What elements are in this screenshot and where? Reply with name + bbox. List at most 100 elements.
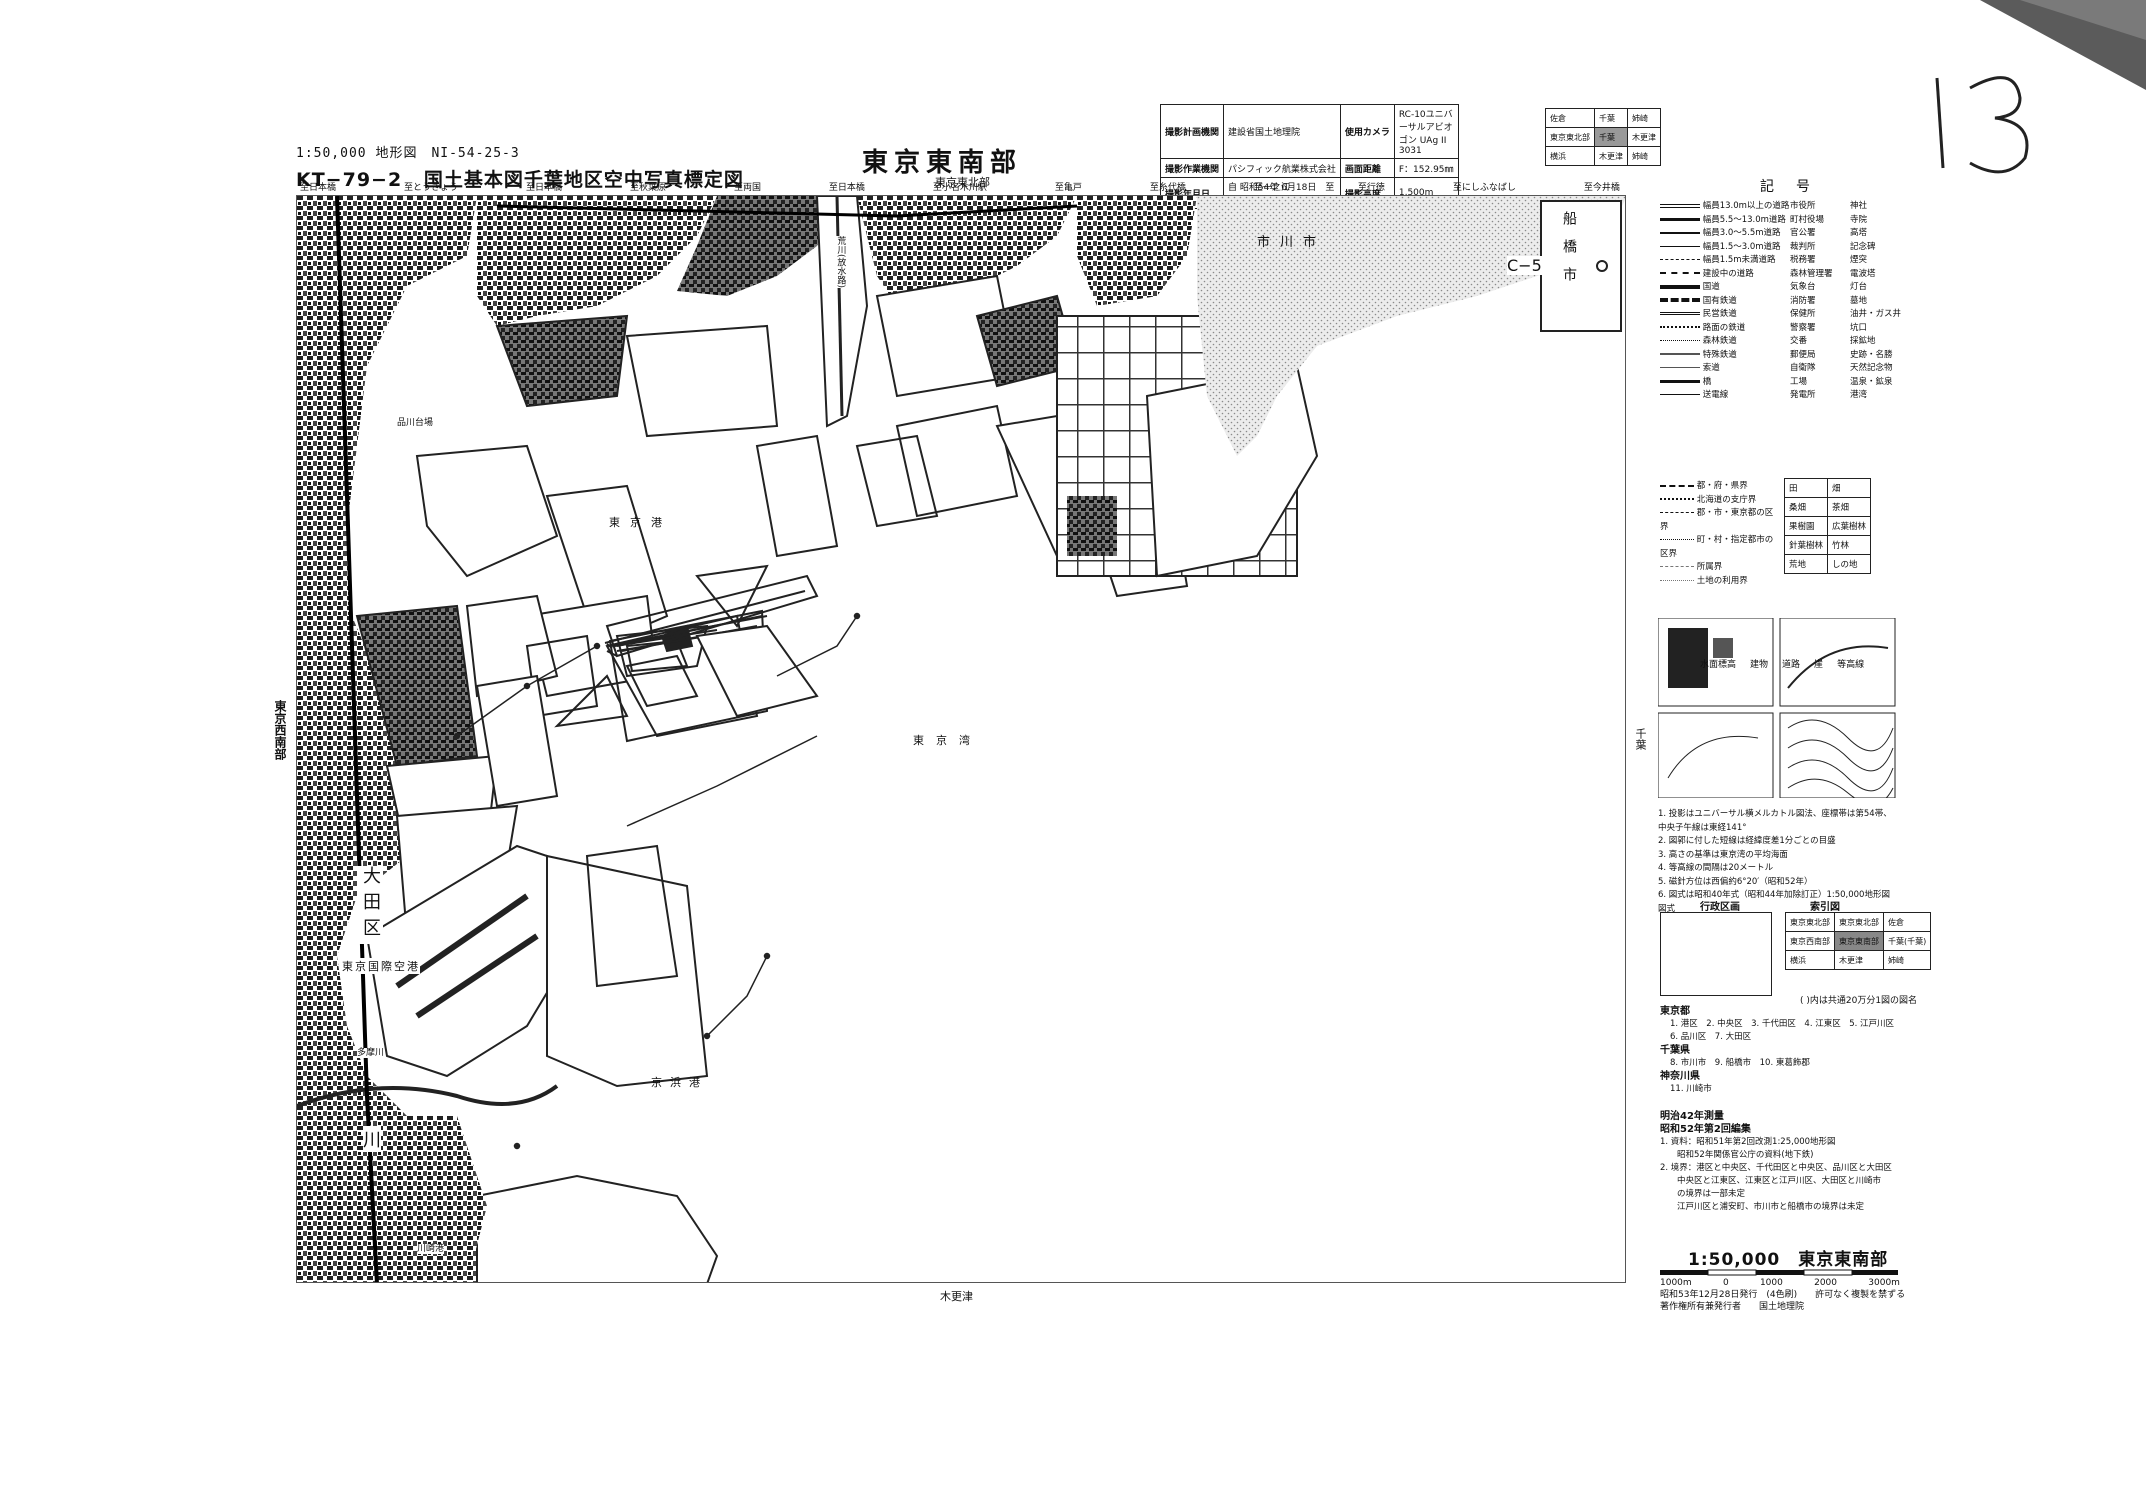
meta-value: 建設省国土地理院	[1223, 104, 1341, 159]
legend-item: 交番	[1790, 336, 1808, 346]
label-arakawa: 荒川(放水路)	[835, 236, 846, 289]
legend-item: 郵便局	[1790, 349, 1816, 360]
survey-detail: 中央区と江東区、江東区と江戸川区、大田区と川崎市	[1660, 1176, 1882, 1186]
meta-key: 使用カメラ	[1339, 104, 1395, 159]
veg-cell: 果樹園	[1783, 516, 1829, 536]
edge-label: 至小名木川駅	[932, 183, 987, 193]
veg-cell: 針葉樹林	[1783, 535, 1829, 555]
legend-item: 幅員13.0m以上の道路	[1660, 200, 1790, 214]
index-title: 索引図	[1810, 902, 1840, 913]
funabashi-inset	[1540, 200, 1622, 332]
adjacent-sheet-index: 佐倉 千葉 姉崎 東京東北部 千葉 木更津 横浜 木更津 姉崎	[1545, 108, 1661, 166]
edge-label: 至糸代橋	[1149, 183, 1186, 193]
meta-row: 撮影計画機関 建設省国土地理院 使用カメラ RC-10ユニバーサルアビオゴン U…	[1159, 104, 1459, 159]
legend-item: 民営鉄道	[1660, 308, 1790, 322]
example-label: 崖	[1814, 660, 1824, 670]
veg-cell: 荒地	[1783, 554, 1829, 574]
legend-item: 送電線	[1660, 389, 1790, 403]
legend-landmarks: 神社 寺院 高塔 記念碑 煙突 電波塔 灯台 墓地 油井・ガス井 坑口 採鉱地 …	[1850, 200, 1910, 403]
legend-item: 発電所	[1790, 390, 1816, 400]
index-cell: 東京東南部	[1834, 931, 1884, 951]
north-shore-urban	[1077, 196, 1197, 306]
note-line: 3. 高さの基準は東京湾の平均海面	[1658, 849, 1788, 860]
group-items: 8. 市川市 9. 船橋市 10. 東葛飾郡	[1670, 1058, 1810, 1068]
example-label: 等高線	[1837, 660, 1865, 670]
label-ichikawa: 市川市	[1257, 235, 1327, 250]
legend-item: 幅員3.0〜5.5m道路	[1660, 227, 1790, 241]
survey-history: 明治42年測量 昭和52年第2回編集 1. 資料：昭和51年第2回改測1:25,…	[1660, 1110, 1900, 1214]
admin-map-box	[1660, 912, 1772, 996]
footer-scale-title: 1:50,000 東京東南部	[1688, 1250, 1889, 1270]
legend-item: 都・府・県界	[1660, 480, 1780, 494]
survey-detail: 昭和52年関係官公庁の資料(地下鉄)	[1660, 1150, 1814, 1160]
index-cell: 木更津	[1594, 146, 1628, 166]
survey-detail: 2. 境界：港区と中央区、千代田区と中央区、品川区と大田区	[1660, 1163, 1892, 1173]
map-notes: 1. 投影はユニバーサル横メルカトル図法、座標帯は第54帯、中央子午線は東経14…	[1658, 808, 1898, 916]
edge-label: 至にしふなばし	[1452, 183, 1516, 193]
kt-title: 国土基本図千葉地区空中写真標定図	[423, 169, 744, 191]
photo-metadata-table: 撮影計画機関 建設省国土地理院 使用カメラ RC-10ユニバーサルアビオゴン U…	[1159, 104, 1459, 209]
edge-label: 至今井橋	[1583, 183, 1620, 193]
scan-corner-shadow	[1980, 0, 2146, 90]
legend-item: 警察署	[1790, 322, 1816, 333]
legend-item: 税務署	[1790, 255, 1816, 265]
right-edge-label: 千葉	[1634, 728, 1647, 750]
legend-item: 町村役場	[1790, 214, 1825, 225]
index-cell: 横浜	[1545, 146, 1595, 166]
legend-item: 特殊鉄道	[1660, 349, 1790, 363]
legend-item: 高塔	[1850, 228, 1868, 238]
index-cell: 横浜	[1785, 950, 1835, 970]
label-ota-ku: 大田区	[357, 866, 383, 944]
north-urban-area-2	[677, 196, 837, 296]
group-name: 東京都	[1660, 1006, 1690, 1017]
north-neighbor-label: 東京東北部	[935, 176, 990, 189]
edge-label: 至とうきょう	[403, 183, 458, 193]
koto-urban-area	[857, 196, 1077, 306]
index-note: ( )内は共通20万分1図の図名	[1800, 996, 1918, 1006]
index-grid: 東京東北部 東京東北部 佐倉 東京西南部 東京東南部 千葉(千葉) 横浜 木更津…	[1785, 912, 1932, 970]
scale-label: 2000	[1814, 1278, 1838, 1288]
admin-groups: 東京都 1. 港区 2. 中央区 3. 千代田区 4. 江東区 5. 江戸川区 …	[1660, 1005, 1903, 1096]
legend-item: 墓地	[1850, 295, 1868, 306]
legend-item: 郡・市・東京都の区界	[1660, 508, 1774, 532]
legend-item: 幅員5.5〜13.0m道路	[1660, 214, 1790, 228]
legend-vegetation: 田畑 桑畑茶畑 果樹園広葉樹林 針葉樹林竹林 荒地しの地	[1783, 478, 1872, 574]
edge-label: 至行徳	[1357, 183, 1385, 193]
legend-boundaries: 都・府・県界 北海道の支庁界 郡・市・東京都の区界 町・村・指定都市の区界 所属…	[1660, 480, 1780, 588]
index-cell: 千葉	[1594, 127, 1628, 147]
index-cell: 木更津	[1627, 127, 1661, 147]
index-cell: 木更津	[1834, 950, 1884, 970]
header-left: 1:50,000 地形図 NI-54-25-3 KT−79−2 国土基本図千葉地…	[296, 142, 744, 192]
funabashi-marker	[1596, 260, 1608, 272]
meta-value: F：152.95㎜	[1393, 158, 1459, 178]
veg-cell: 広葉樹林	[1827, 516, 1872, 536]
legend-item: 保健所	[1790, 309, 1816, 319]
legend-item: 記念碑	[1850, 241, 1876, 252]
legend-item: 幅員1.5m未満道路	[1660, 254, 1790, 268]
veg-cell: 茶畑	[1827, 497, 1872, 517]
rail-line-north	[496, 204, 1078, 218]
scale-bar	[1660, 1269, 1898, 1276]
edge-label: 至日本橋	[525, 183, 562, 193]
group-items: 11. 川崎市	[1670, 1084, 1712, 1094]
legend-item: 煙突	[1850, 255, 1868, 265]
legend-item: 幅員1.5〜3.0m道路	[1660, 241, 1790, 255]
note-line: 5. 磁針方位は西偏約6°20′（昭和52年）	[1658, 876, 1813, 887]
survey-line: 明治42年測量	[1660, 1111, 1724, 1122]
meta-value: RC-10ユニバーサルアビオゴン UAg II 3031	[1393, 104, 1459, 159]
example-label: 水面標高	[1700, 660, 1737, 670]
legend-item: 採鉱地	[1850, 336, 1876, 346]
meta-key: 画面距離	[1339, 158, 1395, 178]
group-items: 1. 港区 2. 中央区 3. 千代田区 4. 江東区 5. 江戸川区 6. 品…	[1670, 1019, 1903, 1042]
legend-item: 消防署	[1790, 295, 1816, 306]
scale-label: 1000	[1759, 1278, 1783, 1288]
label-funabashi: 船橋市	[1561, 211, 1577, 295]
rail-line	[335, 196, 379, 1282]
group-name: 神奈川県	[1660, 1071, 1700, 1082]
index-cell: 佐倉	[1882, 912, 1932, 932]
breakwater-lines	[453, 612, 861, 1150]
map-drawing	[297, 196, 1625, 1282]
meta-key: 撮影計画機関	[1159, 104, 1225, 159]
legend-item: 天然記念物	[1850, 363, 1893, 373]
note-line: 6. 図式は昭和40年式（昭和44年加除訂正）1:50,000地形図図式	[1658, 890, 1890, 914]
